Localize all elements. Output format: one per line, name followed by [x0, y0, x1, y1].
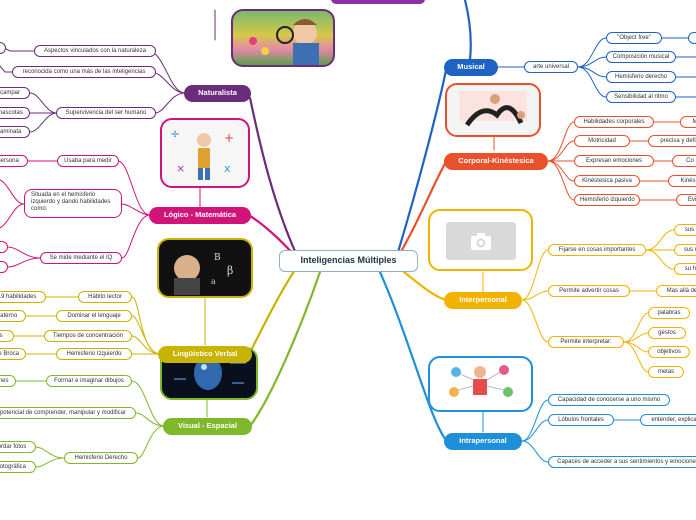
linguistico-subitem[interactable]: s [0, 330, 14, 342]
logico-subitem[interactable]: persona [0, 155, 28, 167]
interpret-item[interactable]: metas [648, 366, 684, 378]
naturalista-subitem[interactable]: laminata [0, 126, 30, 138]
interpret-item[interactable]: palabras [648, 307, 690, 319]
thinking-person-icon [449, 365, 513, 397]
naturalista-subitem[interactable]: campar [0, 87, 30, 99]
naturalista-subitem[interactable]: mascotas [0, 107, 30, 119]
naturalista-item[interactable]: Supervivencia del ser humano [56, 107, 156, 119]
logico-image: ÷ + × x [160, 118, 250, 188]
musical-item[interactable]: "Object free" [606, 32, 662, 44]
naturalista-item[interactable]: reconocida como una más de las inteligen… [12, 66, 156, 78]
corporal-subitem[interactable]: M [680, 116, 696, 128]
logico-item[interactable]: Situada en el hemisferio izquierdo y dan… [24, 189, 122, 218]
corporal-item[interactable]: Motricidad [574, 135, 630, 147]
svg-text:β: β [227, 264, 233, 277]
svg-text:+: + [224, 131, 234, 145]
linguistico-subitem[interactable]: de Broca [0, 348, 26, 360]
interpret-item[interactable]: gestos [648, 327, 686, 339]
visual-item[interactable]: potencial de comprender, manipular y mod… [0, 407, 136, 419]
top-branch-node[interactable] [331, 0, 425, 4]
corporal-subitem[interactable]: Co [672, 155, 696, 167]
linguistico-image: B β a [157, 238, 253, 298]
visual-subitem[interactable]: fotográfica [0, 461, 36, 473]
naturalista-image [231, 9, 335, 67]
musical-item[interactable]: Sensibilidad al ritmo [606, 91, 676, 103]
interpersonal-item[interactable]: Permite interpretar: [548, 336, 624, 348]
camera-icon [471, 233, 491, 250]
branch-visual-espacial[interactable]: Visual - Espacial [163, 418, 252, 435]
logico-item[interactable]: Se mide mediante el IQ [40, 252, 122, 264]
visual-subitem[interactable]: ones [0, 375, 16, 387]
interpersonal-subitem[interactable]: Mas allá de [656, 285, 696, 297]
musical-item[interactable]: Composición musical [606, 51, 676, 63]
intrapersonal-image [428, 356, 533, 412]
musical-item[interactable]: Hemisferio derecho [606, 71, 676, 83]
interpersonal-item[interactable]: Fijarse en cosas importantes [548, 244, 646, 256]
visual-item[interactable]: Hemisferio Derecho [64, 452, 138, 464]
visual-item[interactable]: Formar e imaginar dibujos [46, 375, 132, 387]
linguistico-item[interactable]: Hemisferio Izquierdo [56, 348, 132, 360]
interpersonal-subitem[interactable]: sus n [674, 244, 696, 256]
branch-naturalista[interactable]: Naturalista [184, 85, 251, 102]
corporal-item[interactable]: Expresan emociones [574, 155, 654, 167]
central-topic[interactable]: Inteligencias Múltiples [279, 250, 418, 272]
corporal-subitem[interactable]: Kinés [668, 175, 696, 187]
math-symbols-icon: ÷ + × x [170, 127, 234, 180]
corporal-subitem[interactable]: Evi [676, 194, 696, 206]
intrapersonal-subitem[interactable]: entender, explica [640, 414, 696, 426]
interpersonal-subitem[interactable]: su hi [674, 263, 696, 275]
interpersonal-subitem[interactable]: sus i [674, 224, 696, 236]
branch-logico-matematica[interactable]: Lógico - Matemática [149, 207, 251, 224]
svg-text:a: a [211, 277, 216, 286]
speaking-letters-icon: B β a [174, 253, 233, 295]
svg-text:×: × [176, 162, 185, 175]
musical-mid[interactable]: arte universal [524, 61, 578, 73]
musical-stub[interactable] [688, 32, 696, 44]
interpersonal-image [428, 209, 533, 271]
svg-text:÷: ÷ [170, 127, 180, 141]
intrapersonal-item[interactable]: Capaces de acceder a sus sentimientos y … [548, 456, 696, 468]
linguistico-item[interactable]: Tiempos de concentración [44, 330, 132, 342]
corporal-item[interactable]: Habilidades corporales [574, 116, 654, 128]
child-magnifier-icon [249, 19, 319, 65]
interpersonal-item[interactable]: Permite advertir cosas [548, 285, 630, 297]
branch-linguistico-verbal[interactable]: Lingüístico Verbal [158, 346, 252, 363]
linguistico-subitem[interactable]: 19 habilidades [0, 291, 46, 303]
svg-text:B: B [214, 253, 221, 263]
branch-corporal-kinestesica[interactable]: Corporal-Kinéstesica [444, 153, 548, 170]
corporal-image [445, 83, 541, 137]
corporal-item[interactable]: Hemisferio izquierdo [574, 194, 640, 206]
interpret-item[interactable]: objetivos [648, 346, 690, 358]
intrapersonal-item[interactable]: Lóbulos frontales [548, 414, 614, 426]
exercise-couple-icon [459, 91, 527, 127]
logico-stub[interactable] [0, 261, 8, 273]
logico-stub[interactable] [0, 241, 8, 253]
linguistico-item[interactable]: Dominar el lenguaje [56, 310, 132, 322]
corporal-subitem[interactable]: precisa y defi [648, 135, 696, 147]
branch-musical[interactable]: Musical [444, 59, 498, 76]
visual-subitem[interactable]: ordar fotos [0, 441, 36, 453]
intrapersonal-item[interactable]: Capacidad de conocerse a uno mismo [548, 394, 670, 406]
naturalista-item[interactable]: Aspectos vinculados con la naturaleza [34, 45, 156, 57]
logico-item[interactable]: Usaba para medir [57, 155, 119, 167]
corporal-item[interactable]: Kinéstesica pasiva [574, 175, 640, 187]
linguistico-item[interactable]: Hábito lector [78, 291, 132, 303]
branch-interpersonal[interactable]: Interpersonal [444, 292, 522, 309]
svg-text:x: x [224, 162, 231, 175]
branch-intrapersonal[interactable]: Intrapersonal [444, 433, 522, 450]
linguistico-subitem[interactable]: naterno [0, 310, 26, 322]
